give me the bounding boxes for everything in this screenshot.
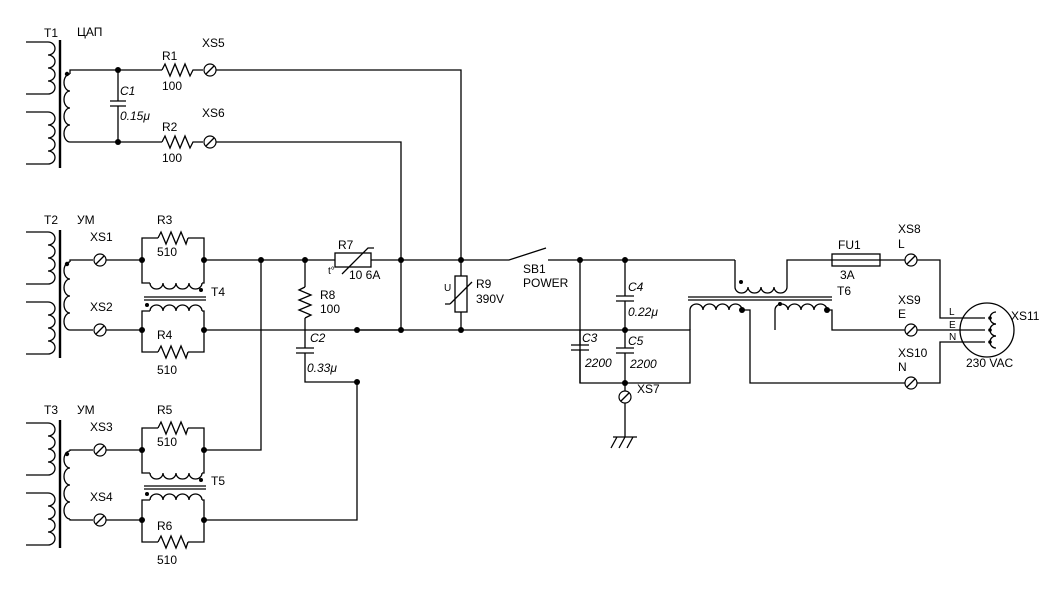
filter-t6: T6 — [688, 259, 905, 384]
xs6-ref: XS6 — [202, 106, 225, 120]
connector-xs5: XS5 — [202, 36, 225, 77]
r6-value: 510 — [157, 553, 177, 567]
connector-xs3: XS3 — [90, 420, 113, 457]
transformer-t4: R3 510 T4 R4 510 — [106, 213, 401, 377]
xs9-pin: E — [898, 307, 906, 321]
r8-value: 100 — [320, 302, 340, 316]
switch-sb1: SB1 POWER — [461, 247, 735, 290]
capacitor-c3: C3 2200 — [571, 257, 612, 383]
r5-ref: R5 — [157, 403, 173, 417]
capacitor-c2: C2 0.33μ — [296, 331, 357, 383]
xs8-ref: XS8 — [898, 222, 921, 236]
resistor-r1: R1 100 — [161, 49, 203, 93]
r7-value: 10 6A — [349, 268, 380, 282]
r8-ref: R8 — [320, 288, 336, 302]
t3-name: УМ — [77, 403, 95, 417]
r3-value: 510 — [157, 245, 177, 259]
c3-value: 2200 — [584, 356, 612, 370]
t1-ref: T1 — [44, 26, 58, 40]
r9-mark: U — [444, 283, 451, 294]
c2-value: 0.33μ — [307, 361, 337, 375]
transformer-t1: T1 ЦАП — [26, 25, 162, 168]
t2-name: УМ — [77, 213, 95, 227]
xs2-ref: XS2 — [90, 300, 113, 314]
xs11-pin-e: E — [949, 320, 956, 331]
xs11-pin-l: L — [949, 307, 955, 318]
r3-ref: R3 — [157, 213, 173, 227]
c1-value: 0.15μ — [120, 109, 150, 123]
c3-ref: C3 — [582, 331, 598, 345]
thermistor-r7: t° R7 10 6A — [328, 238, 461, 282]
r7-ref: R7 — [338, 238, 354, 252]
t2-ref: T2 — [44, 213, 58, 227]
ground-symbol — [610, 436, 637, 449]
t5-ref: T5 — [211, 474, 225, 488]
xs11-pin-n: N — [949, 332, 956, 343]
capacitor-c4: C4 0.22μ — [616, 257, 658, 333]
sb1-ref: SB1 — [523, 262, 546, 276]
capacitor-c5: C5 2200 — [616, 330, 657, 386]
xs3-ref: XS3 — [90, 420, 113, 434]
fuse-fu1: FU1 3A — [831, 238, 905, 282]
varistor-r9: U R9 390V — [444, 260, 504, 330]
r4-ref: R4 — [157, 328, 173, 342]
c4-value: 0.22μ — [628, 305, 658, 319]
r9-value: 390V — [476, 292, 504, 306]
xs1-ref: XS1 — [90, 230, 113, 244]
resistor-r2: R2 100 — [161, 120, 203, 165]
mains-inlet-xs11: L E N XS11 230 VAC — [949, 302, 1040, 370]
t1-name: ЦАП — [77, 25, 102, 39]
sb1-name: POWER — [523, 276, 569, 290]
xs7-ref: XS7 — [637, 382, 660, 396]
xs11-rating: 230 VAC — [966, 356, 1013, 370]
r4-value: 510 — [157, 363, 177, 377]
r2-value: 100 — [162, 151, 182, 165]
r5-value: 510 — [157, 435, 177, 449]
xs11-ref: XS11 — [1011, 309, 1040, 323]
r9-ref: R9 — [476, 277, 492, 291]
transformer-t3: T3 УМ — [26, 403, 95, 548]
c5-ref: C5 — [628, 334, 644, 348]
r2-ref: R2 — [162, 120, 178, 134]
transformer-t2: T2 УМ — [26, 213, 95, 358]
capacitor-c1: C1 0.15μ — [110, 67, 150, 145]
connector-xs4: XS4 — [90, 490, 113, 527]
t4-ref: T4 — [211, 285, 225, 299]
c2-ref: C2 — [310, 331, 326, 345]
fu1-ref: FU1 — [838, 238, 861, 252]
connector-xs10: XS10 N — [898, 341, 985, 390]
r1-value: 100 — [162, 79, 182, 93]
resistor-r8: R8 100 — [297, 260, 340, 348]
t3-ref: T3 — [44, 403, 58, 417]
c5-value: 2200 — [629, 357, 657, 371]
xs4-ref: XS4 — [90, 490, 113, 504]
connector-xs2: XS2 — [90, 300, 113, 337]
connector-xs7: XS7 — [618, 382, 660, 437]
xs10-ref: XS10 — [898, 346, 928, 360]
xs10-pin: N — [898, 360, 907, 374]
xs5-ref: XS5 — [202, 36, 225, 50]
r7-mark: t° — [328, 266, 335, 277]
xs9-ref: XS9 — [898, 293, 921, 307]
r6-ref: R6 — [157, 519, 173, 533]
connector-xs9: XS9 E — [898, 293, 985, 337]
fu1-value: 3A — [840, 268, 855, 282]
c4-ref: C4 — [628, 280, 644, 294]
connector-xs6: XS6 — [202, 106, 225, 149]
transformer-t5: R5 510 T5 R6 510 — [106, 260, 358, 567]
connector-xs1: XS1 — [90, 230, 113, 267]
xs8-pin: L — [898, 237, 905, 251]
r1-ref: R1 — [162, 49, 178, 63]
c1-ref: C1 — [120, 84, 135, 98]
t6-ref: T6 — [837, 284, 851, 298]
